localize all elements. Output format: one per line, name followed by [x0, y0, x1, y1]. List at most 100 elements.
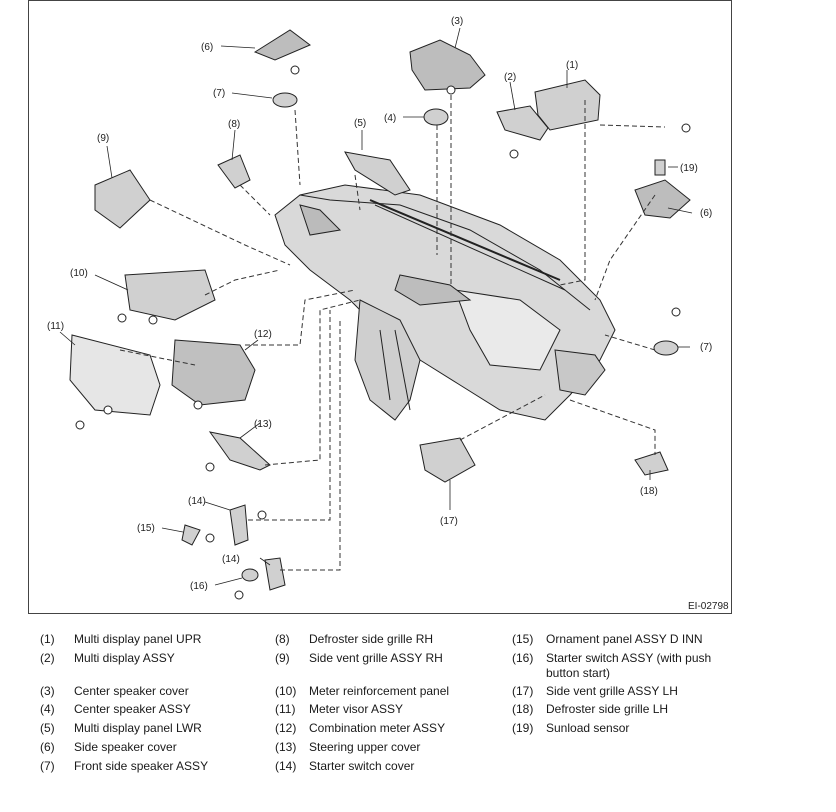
callout-10: (10)	[70, 268, 88, 279]
legend-number: (6)	[40, 740, 55, 754]
legend-number: (9)	[275, 651, 290, 665]
callout-6b: (6)	[700, 208, 712, 219]
legend-text: Starter switch cover	[309, 759, 415, 773]
legend-item: (15) Ornament panel ASSY D INN	[512, 632, 703, 647]
legend-number: (16)	[512, 651, 534, 665]
legend-number: (3)	[40, 684, 55, 698]
side-vent-grille-lh	[419, 437, 476, 483]
legend-item: (3)Center speaker cover	[40, 684, 189, 699]
legend-item: (13) Steering upper cover	[275, 740, 420, 755]
legend-number: (13)	[275, 740, 297, 754]
legend-number: (18)	[512, 702, 534, 716]
legend-item: (7) Front side speaker ASSY	[40, 759, 208, 774]
legend-number: (14)	[275, 759, 297, 773]
legend-item: (16)Starter switch ASSY (with push butto…	[512, 651, 732, 681]
multi-display-panel-upr	[534, 79, 601, 131]
side-vent-grille-rh	[94, 169, 151, 229]
legend-item: (5)Multi display panel LWR	[40, 721, 202, 736]
callout-19: (19)	[680, 163, 698, 174]
starter-switch-assy	[241, 568, 259, 582]
legend-number: (7)	[40, 759, 55, 773]
screw	[257, 510, 267, 520]
callout-5: (5)	[354, 118, 366, 129]
screw	[205, 533, 215, 543]
legend-text: Side speaker cover	[74, 740, 177, 754]
legend-text: Combination meter ASSY	[309, 721, 446, 735]
screw	[205, 462, 215, 472]
callout-4: (4)	[384, 113, 396, 124]
callout-7b: (7)	[700, 342, 712, 353]
callout-12: (12)	[254, 329, 272, 340]
legend: (1)Multi display panel UPR (2)Multi disp…	[0, 628, 836, 808]
legend-text: Sunload sensor	[546, 721, 630, 735]
legend-item: (6) Side speaker cover	[40, 740, 177, 755]
callout-7a: (7)	[213, 88, 225, 99]
front-side-speaker-lh	[653, 340, 679, 356]
legend-item: (2)Multi display ASSY	[40, 651, 175, 666]
legend-text: Steering upper cover	[309, 740, 421, 754]
legend-text: Ornament panel ASSY D INN	[546, 632, 703, 646]
legend-number: (17)	[512, 684, 534, 698]
legend-item: (1) Multi display panel UPR	[40, 632, 201, 647]
legend-text: Multi display panel UPR	[74, 632, 202, 646]
center-speaker-assy	[423, 108, 449, 126]
legend-item: (19) Sunload sensor	[512, 721, 629, 736]
exploded-diagram: (1) (2) (3) (4) (5) (6) (6) (7) (7) (8) …	[47, 16, 729, 612]
screw	[103, 405, 113, 415]
legend-item: (14) Starter switch cover	[275, 759, 414, 774]
legend-text: Meter reinforcement panel	[309, 684, 450, 698]
callout-18: (18)	[640, 486, 658, 497]
screw	[446, 85, 456, 95]
legend-number: (2)	[40, 651, 55, 665]
front-side-speaker-rh	[272, 92, 298, 108]
callout-11: (11)	[47, 321, 64, 332]
center-speaker-cover	[409, 39, 486, 91]
screw	[234, 590, 244, 600]
legend-text: Front side speaker ASSY	[74, 759, 209, 773]
legend-number: (10)	[275, 684, 297, 698]
callout-15: (15)	[137, 523, 155, 534]
starter-switch-cover	[229, 504, 249, 546]
meter-reinforcement-panel	[124, 269, 216, 321]
legend-item: (4) Center speaker ASSY	[40, 702, 191, 717]
legend-number: (19)	[512, 721, 534, 735]
legend-text: Defroster side grille LH	[546, 702, 669, 716]
callout-3: (3)	[451, 16, 463, 27]
callout-8: (8)	[228, 119, 240, 130]
legend-item: (18) Defroster side grille LH	[512, 702, 668, 717]
combination-meter-assy	[171, 339, 256, 406]
callout-9: (9)	[97, 133, 109, 144]
multi-display-panel-lwr	[344, 151, 411, 196]
callout-14a: (14)	[188, 496, 206, 507]
legend-text: Side vent grille ASSY RH	[309, 651, 443, 665]
screw	[148, 315, 158, 325]
figure-id: EI-02798	[688, 601, 729, 612]
screw	[290, 65, 300, 75]
multi-display-assy	[496, 105, 549, 141]
legend-text: Multi display panel LWR	[74, 721, 202, 735]
sunload-sensor	[654, 159, 666, 176]
legend-number: (4)	[40, 702, 55, 716]
screw	[117, 313, 127, 323]
callout-17: (17)	[440, 516, 458, 527]
callout-2: (2)	[504, 72, 516, 83]
legend-number: (1)	[40, 632, 55, 646]
legend-text: Center speaker ASSY	[74, 702, 191, 716]
screw	[681, 123, 691, 133]
legend-item: (17)Side vent grille ASSY LH	[512, 684, 678, 699]
callout-16: (16)	[190, 581, 208, 592]
legend-item: (10) Meter reinforcement panel	[275, 684, 449, 699]
legend-number: (15)	[512, 632, 534, 646]
starter-switch-bracket	[264, 557, 286, 591]
screw	[509, 149, 519, 159]
callout-14b: (14)	[222, 554, 240, 565]
callout-6a: (6)	[201, 42, 213, 53]
legend-number: (8)	[275, 632, 290, 646]
legend-item: (9) Side vent grille ASSY RH	[275, 651, 443, 666]
side-speaker-cover-rh	[253, 29, 311, 61]
legend-text: Meter visor ASSY	[309, 702, 404, 716]
defroster-side-grille-lh	[634, 451, 669, 476]
legend-item: (8)Defroster side grille RH	[275, 632, 433, 647]
ornament-panel	[181, 524, 201, 546]
screw	[75, 420, 85, 430]
